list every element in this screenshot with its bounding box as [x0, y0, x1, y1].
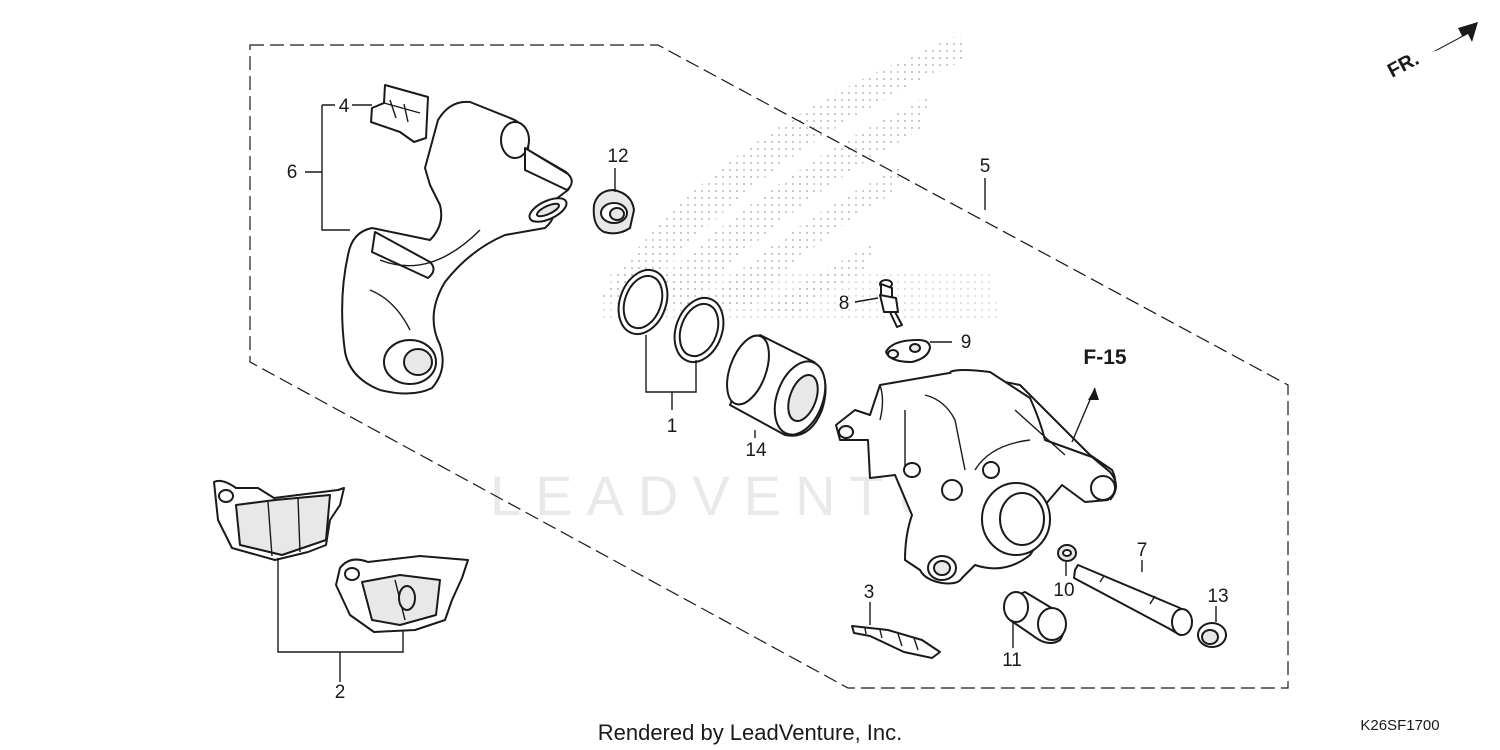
callout-13: 13: [1207, 586, 1228, 607]
part-7-caliper-pin: [1073, 564, 1193, 636]
part-8-bleeder-screw: [879, 279, 903, 328]
part-5-caliper-body: [835, 369, 1117, 585]
callout-8: 8: [839, 293, 850, 314]
callout-1: 1: [667, 416, 678, 437]
part-9-washer: [885, 339, 931, 363]
part-4-pad-retainer-clip: [370, 84, 429, 143]
callout-9: 9: [961, 332, 972, 353]
part-3-pad-spring: [851, 625, 941, 659]
callout-5: 5: [980, 156, 991, 177]
front-direction-indicator: FR.: [1384, 22, 1478, 82]
callout-3: 3: [864, 582, 875, 603]
part-6-caliper-bracket: [341, 100, 573, 395]
callout-12: 12: [607, 146, 628, 167]
direction-label: FR.: [1384, 48, 1423, 83]
callout-6: 6: [287, 162, 298, 183]
part-11-pin-bolt: [1003, 591, 1067, 645]
assembly-outline: [249, 44, 1289, 689]
part-12-boot: [592, 189, 635, 235]
part-14-piston: [726, 334, 827, 437]
callout-4: 4: [339, 96, 350, 117]
callout-2: 2: [335, 682, 346, 703]
callout-10: 10: [1053, 580, 1074, 601]
diagram-code: K26SF1700: [1360, 717, 1439, 734]
callout-labels: 1 2 3 4 5 6 7 8 9 10 11 12 13 14 F-15: [287, 96, 1229, 703]
callout-7: 7: [1137, 540, 1148, 561]
part-2-brake-pads: [213, 479, 469, 633]
footer-credit: Rendered by LeadVenture, Inc.: [598, 720, 903, 745]
reference-f15: F-15: [1083, 346, 1127, 369]
callout-11: 11: [1002, 650, 1022, 671]
wing-logo-watermark: [600, 35, 1000, 320]
callout-14: 14: [745, 440, 767, 461]
part-1-piston-seals: [617, 269, 725, 363]
leader-lines: [277, 104, 1217, 682]
part-10-boot: [1057, 544, 1077, 562]
part-13-pin-cap: [1197, 622, 1227, 648]
front-arrow-icon: [1432, 22, 1478, 52]
